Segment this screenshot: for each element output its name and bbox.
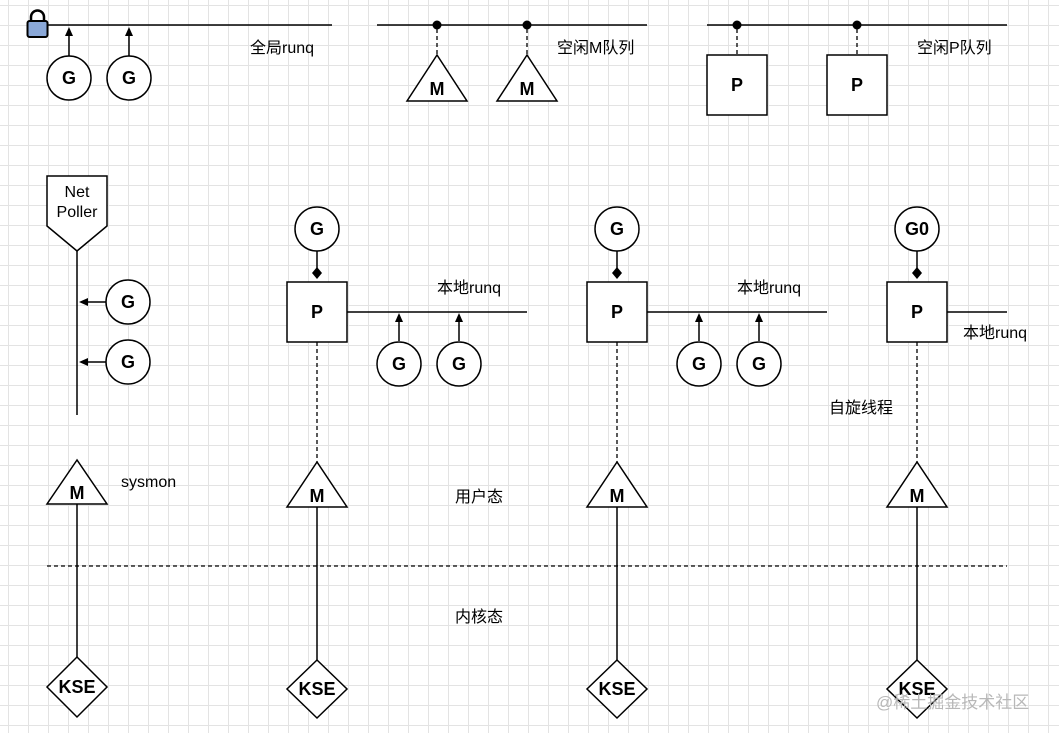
goroutine-g: G xyxy=(105,279,151,325)
goroutine-g: G xyxy=(294,206,340,252)
idle-p-queue: P P 空闲P队列 xyxy=(706,20,1007,116)
svg-text:G: G xyxy=(310,219,324,239)
machine-m: M xyxy=(495,53,559,102)
machine-m: M xyxy=(45,458,109,505)
svg-text:G: G xyxy=(62,68,76,88)
svg-text:P: P xyxy=(911,302,923,322)
goroutine-g: G xyxy=(736,341,782,387)
processor-p: P xyxy=(826,54,888,116)
svg-text:G: G xyxy=(121,352,135,372)
svg-text:KSE: KSE xyxy=(898,679,935,699)
kernel-mode-label: 内核态 xyxy=(455,608,503,626)
machine-m: M xyxy=(585,460,649,508)
idle-m-queue-label: 空闲M队列 xyxy=(557,39,634,57)
goroutine-g: G xyxy=(436,341,482,387)
kse: KSE xyxy=(285,658,349,720)
user-mode-label: 用户态 xyxy=(455,488,503,506)
goroutine-g0: G0 xyxy=(894,206,940,252)
processor-p: P xyxy=(706,54,768,116)
idle-p-queue-label: 空闲P队列 xyxy=(917,39,992,57)
idle-m-queue: M M 空闲M队列 xyxy=(377,20,647,102)
svg-text:KSE: KSE xyxy=(598,679,635,699)
processor-p: P xyxy=(586,281,648,343)
svg-text:G: G xyxy=(452,354,466,374)
svg-text:G: G xyxy=(121,292,135,312)
svg-text:Net: Net xyxy=(65,184,90,201)
svg-text:KSE: KSE xyxy=(298,679,335,699)
svg-text:P: P xyxy=(311,302,323,322)
svg-text:M: M xyxy=(610,486,625,506)
sysmon-label: sysmon xyxy=(121,474,176,491)
svg-text:M: M xyxy=(910,486,925,506)
goroutine-g: G xyxy=(106,55,152,101)
svg-text:Poller: Poller xyxy=(57,204,99,221)
spinning-column: G0 本地runq P 自旋线程 M KSE xyxy=(829,206,1027,720)
svg-text:G: G xyxy=(692,354,706,374)
goroutine-g: G xyxy=(594,206,640,252)
kse: KSE xyxy=(585,658,649,720)
machine-m: M xyxy=(885,460,949,508)
gmp-column: G G G 本地runq P M KSE xyxy=(585,206,827,720)
svg-text:G: G xyxy=(610,219,624,239)
goroutine-g: G xyxy=(46,55,92,101)
watermark: @稀土掘金技术社区 xyxy=(876,693,1029,712)
mode-boundary: 用户态 内核态 xyxy=(47,488,1007,626)
svg-text:G: G xyxy=(392,354,406,374)
svg-text:M: M xyxy=(310,486,325,506)
gmp-column: G G G 本地runq P M KSE xyxy=(285,206,527,720)
svg-text:KSE: KSE xyxy=(58,677,95,697)
lock-icon xyxy=(26,9,49,38)
svg-text:M: M xyxy=(520,79,535,99)
goroutine-g: G xyxy=(105,339,151,385)
machine-m: M xyxy=(405,53,469,102)
net-poller: Net Poller xyxy=(46,175,108,252)
kse: KSE xyxy=(45,655,109,719)
svg-text:M: M xyxy=(430,79,445,99)
spinning-thread-label: 自旋线程 xyxy=(829,399,893,417)
local-runq-label: 本地runq xyxy=(437,279,501,297)
goroutine-g: G xyxy=(676,341,722,387)
svg-text:G: G xyxy=(122,68,136,88)
svg-text:M: M xyxy=(70,483,85,503)
goroutine-g: G xyxy=(376,341,422,387)
machine-m: M xyxy=(285,460,349,508)
net-poller-column: Net Poller G G M sysmon KSE xyxy=(45,175,176,719)
svg-text:P: P xyxy=(851,75,863,95)
processor-p: P xyxy=(286,281,348,343)
kse: KSE xyxy=(885,658,949,720)
svg-text:G0: G0 xyxy=(905,219,929,239)
local-runq-label: 本地runq xyxy=(737,279,801,297)
global-runq: G G 全局runq xyxy=(26,9,332,101)
global-runq-label: 全局runq xyxy=(250,39,314,57)
svg-text:P: P xyxy=(611,302,623,322)
local-runq-label: 本地runq xyxy=(963,324,1027,342)
svg-text:G: G xyxy=(752,354,766,374)
svg-text:P: P xyxy=(731,75,743,95)
processor-p: P xyxy=(886,281,948,343)
